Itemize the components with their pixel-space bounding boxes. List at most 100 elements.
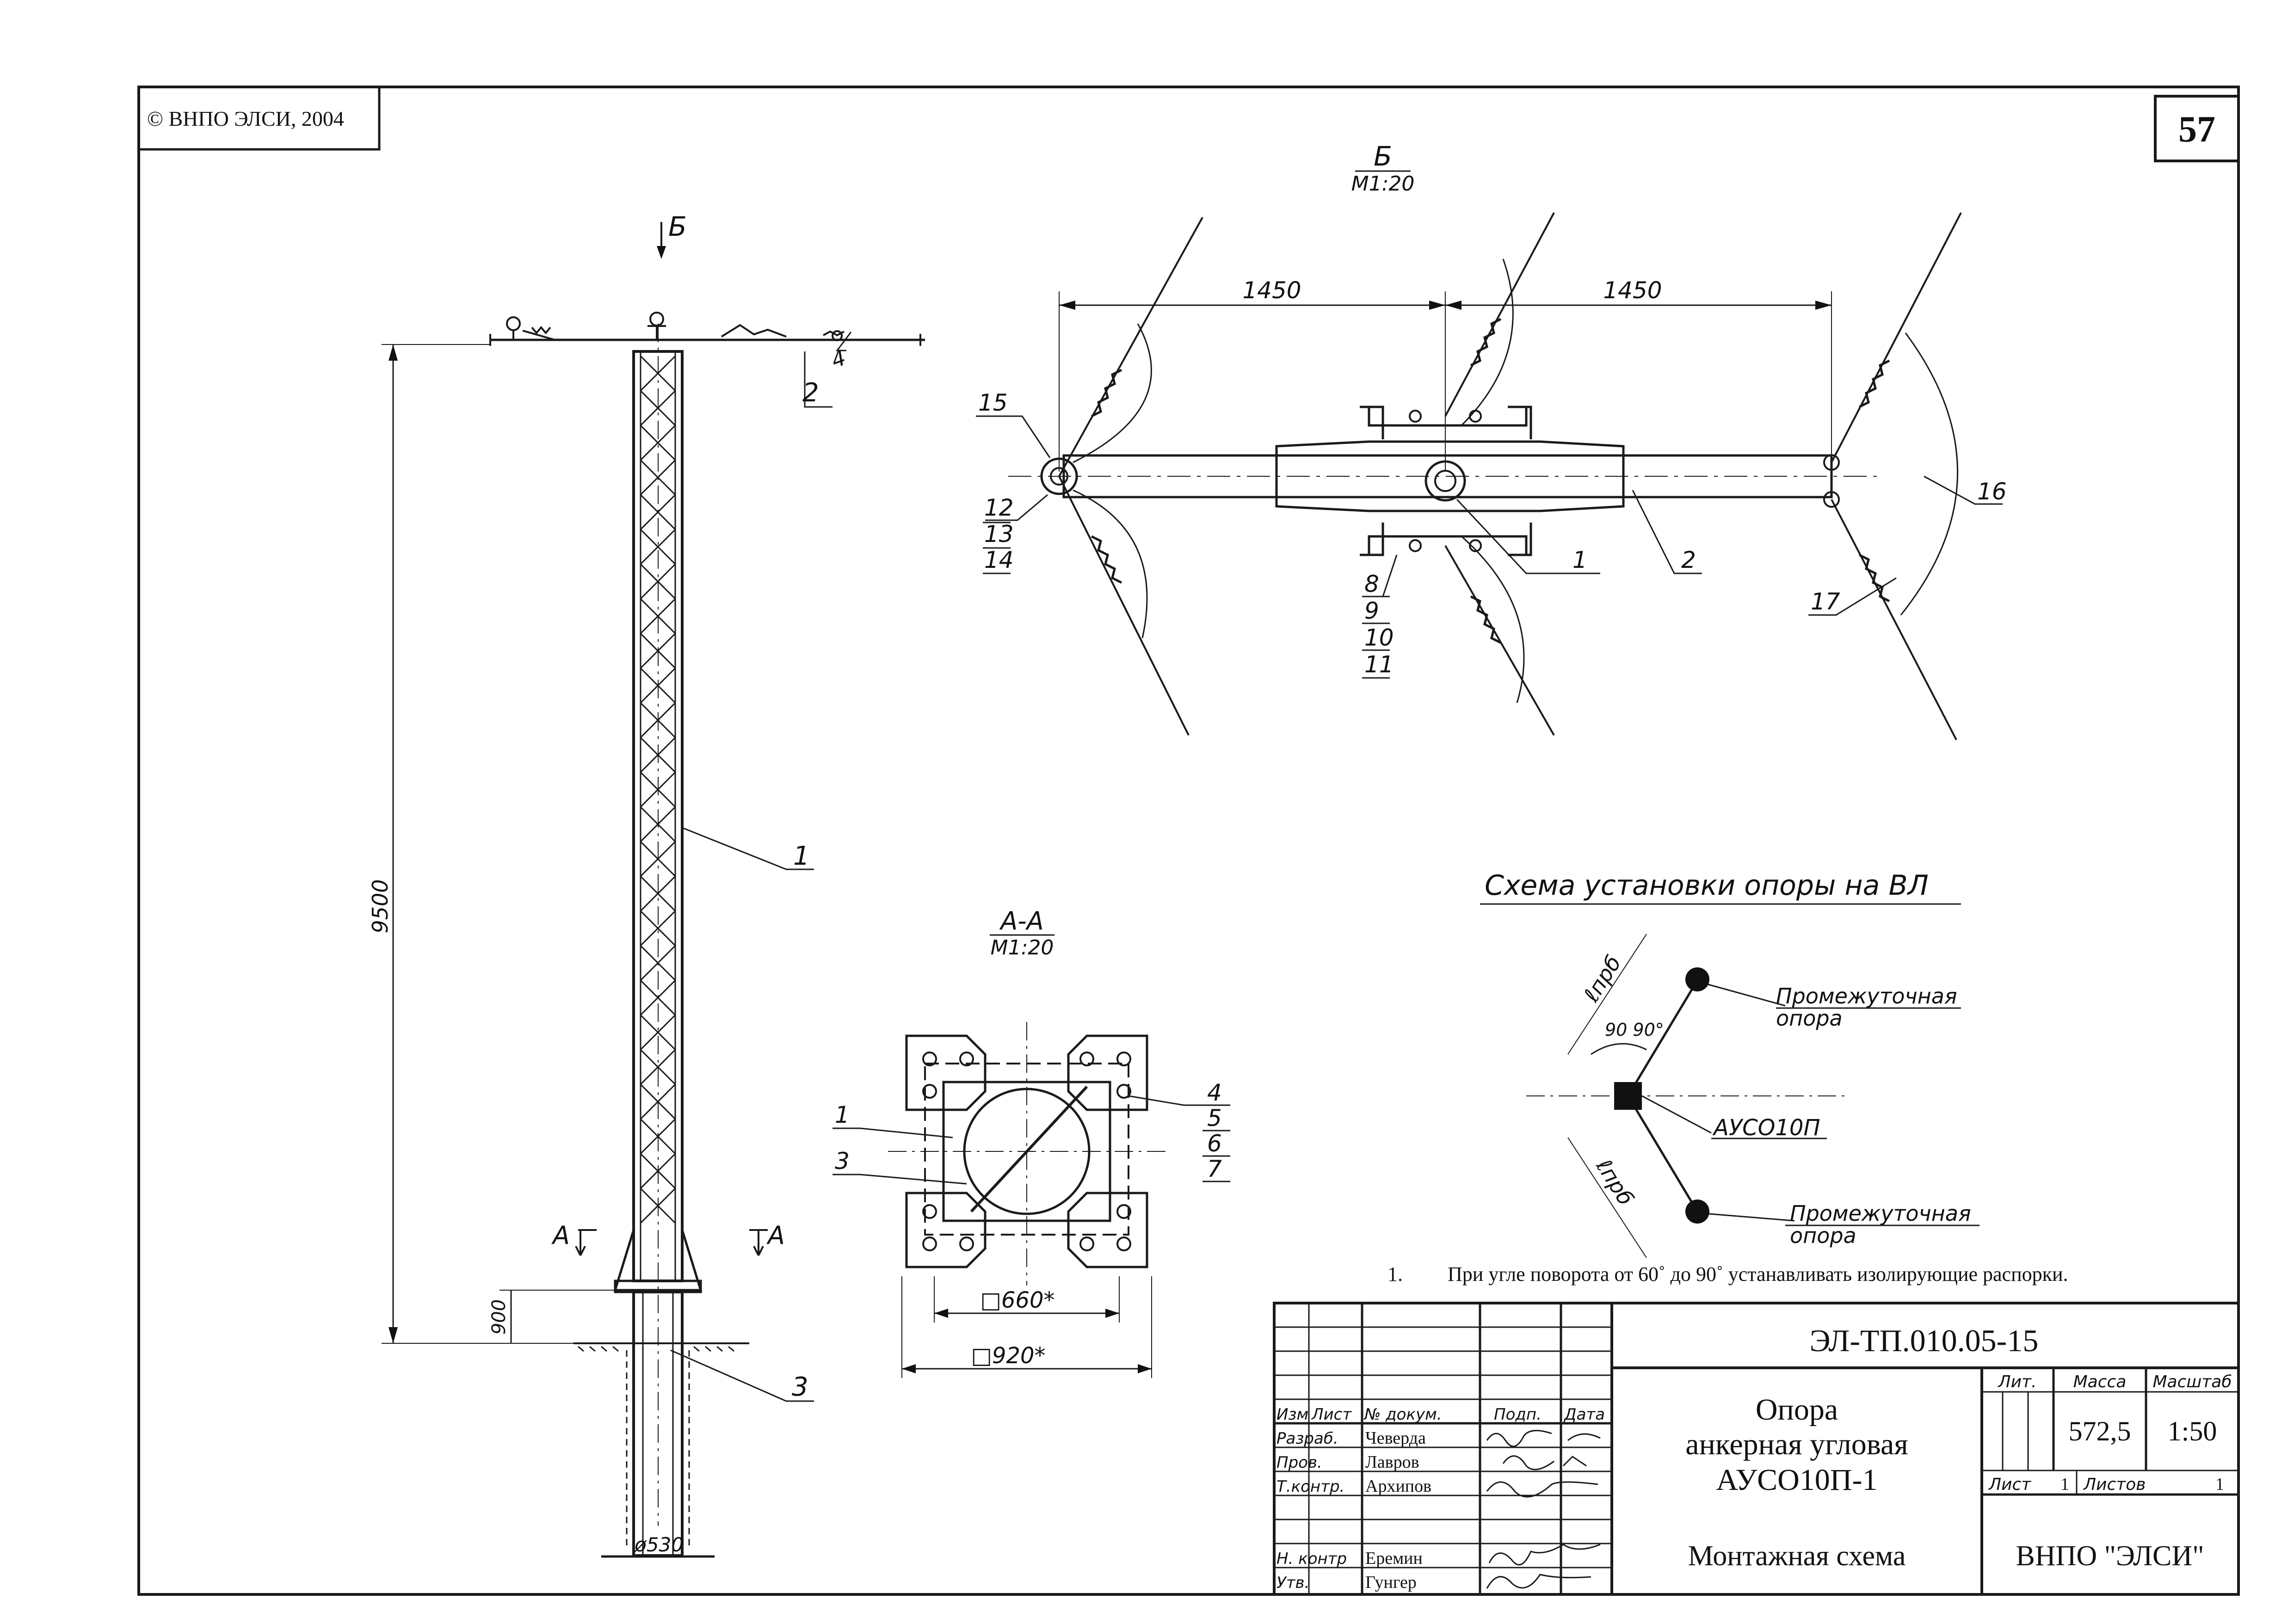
intermediate-pole-bottom-symbol <box>1685 1200 1709 1224</box>
title-block: Изм Лист № докум. Подп. Дата Разраб. Чев… <box>1273 1302 2240 1596</box>
span-bottom-label: ℓпрб <box>1591 1154 1639 1210</box>
callout-view-b-2: 2 <box>1681 547 1696 573</box>
lattice-brace <box>640 529 676 565</box>
role-developer: Разраб. <box>1276 1429 1338 1448</box>
view-b-scale: М1:20 <box>1351 172 1415 196</box>
callout-12: 12 <box>984 494 1014 521</box>
bottom-pole-label-2: опора <box>1790 1223 1856 1248</box>
anchor-pole-symbol <box>1614 1082 1642 1110</box>
insulator-icon <box>506 316 555 341</box>
callout-aa-4: 4 <box>1207 1079 1222 1106</box>
view-b-dim-left: 1450 <box>1242 277 1301 304</box>
callout-crossarm-2: 2 <box>802 378 819 408</box>
callout-13: 13 <box>984 521 1014 547</box>
scheme-title: Схема установки опоры на ВЛ <box>1485 869 1929 902</box>
callout-16: 16 <box>1977 478 2007 505</box>
sheet-frame: © ВНПО ЭЛСИ, 2004 57 <box>137 86 2240 1596</box>
top-pole-label-1: Промежуточная <box>1776 984 1957 1009</box>
col-header-izm: Изм <box>1276 1405 1308 1424</box>
role-norm-control: Н. контр <box>1276 1550 1347 1568</box>
callout-aa-1: 1 <box>835 1101 850 1128</box>
scale-value: 1:50 <box>2168 1416 2217 1446</box>
sheets-value: 1 <box>2215 1475 2224 1494</box>
section-aa-title: А-А <box>999 906 1043 935</box>
callout-15: 15 <box>978 389 1008 416</box>
lattice-brace <box>640 1014 676 1051</box>
lattice-brace <box>640 1049 676 1085</box>
dim-920: □920* <box>971 1343 1046 1369</box>
section-aa-scale: М1:20 <box>991 936 1054 960</box>
role-approver: Утв. <box>1276 1574 1309 1592</box>
name-tech-control: Архипов <box>1365 1476 1431 1496</box>
name-approver: Гунгер <box>1365 1573 1417 1592</box>
callout-aa-6: 6 <box>1207 1130 1222 1157</box>
doc-name-line3: АУСО10П-1 <box>1716 1463 1878 1497</box>
mass-value: 572,5 <box>2069 1416 2131 1446</box>
callout-view-b-1: 1 <box>1572 547 1587 573</box>
callout-4: 4 <box>828 345 849 373</box>
section-mark-right: А <box>766 1221 785 1250</box>
role-checker: Пров. <box>1276 1453 1322 1472</box>
name-checker: Лавров <box>1365 1452 1419 1472</box>
role-tech-control: Т.контр. <box>1276 1477 1344 1496</box>
callout-17: 17 <box>1811 588 1840 615</box>
copyright-label: © ВНПО ЭЛСИ, 2004 <box>147 107 344 130</box>
section-mark-left: А <box>551 1221 570 1250</box>
lit-header: Лит. <box>1998 1372 2037 1391</box>
callout-10: 10 <box>1364 624 1394 651</box>
note-number: 1. <box>1388 1263 1403 1286</box>
angle-label: 90 90° <box>1605 1020 1664 1040</box>
col-header-date: Дата <box>1563 1405 1605 1424</box>
doc-code: ЭЛ-ТП.010.05-15 <box>1810 1323 2039 1358</box>
name-norm-control: Еремин <box>1365 1549 1423 1568</box>
base-corner-plates <box>905 1034 1148 1268</box>
bottom-pole-label-1: Промежуточная <box>1790 1201 1971 1226</box>
callout-8: 8 <box>1364 571 1379 597</box>
page-number: 57 <box>2178 109 2215 150</box>
anchor-bolts <box>922 1052 1131 1251</box>
view-b-plan: Б М1:20 1450 1450 <box>976 141 2007 740</box>
callout-aa-3: 3 <box>835 1148 850 1175</box>
insulator-icon <box>721 324 845 341</box>
signatures <box>1486 1430 1601 1589</box>
note-text: При угле поворота от 60˚ до 90˚ устанавл… <box>1448 1263 2068 1286</box>
col-header-doc: № докум. <box>1363 1405 1442 1424</box>
lattice-brace <box>640 563 676 600</box>
callout-9: 9 <box>1364 597 1379 624</box>
wire-strings <box>1058 212 1962 740</box>
callout-aa-7: 7 <box>1207 1156 1222 1182</box>
organization: ВНПО "ЭЛСИ" <box>2016 1540 2204 1572</box>
sheet-label: Лист <box>1988 1475 2031 1494</box>
section-aa: А-А М1:20 □660* <box>832 906 1230 1378</box>
insulator-icon <box>648 312 666 340</box>
sheet-value: 1 <box>2060 1475 2069 1494</box>
pole-elevation: 9500 900 ø530 Б А А 1 2 3 4 <box>368 211 925 1558</box>
top-pole-label-2: опора <box>1776 1006 1843 1031</box>
col-header-sign: Подп. <box>1494 1405 1542 1424</box>
sheets-label: Листов <box>2083 1475 2146 1494</box>
callout-pipe-3: 3 <box>792 1372 808 1402</box>
height-dimension: 9500 <box>368 879 393 933</box>
col-header-list: Лист <box>1311 1405 1352 1424</box>
base-height-dimension: 900 <box>488 1299 510 1335</box>
view-b-arrow-label: Б <box>668 211 687 242</box>
mass-header: Масса <box>2073 1372 2127 1391</box>
span-top-label: ℓпрб <box>1579 951 1626 1007</box>
callout-14: 14 <box>984 547 1014 573</box>
callout-11: 11 <box>1364 651 1394 678</box>
callout-pole-1: 1 <box>793 841 810 871</box>
scale-header: Масштаб <box>2152 1372 2232 1391</box>
view-b-dim-right: 1450 <box>1603 277 1662 304</box>
sheet-name: Монтажная схема <box>1688 1540 1906 1572</box>
note: 1. При угле поворота от 60˚ до 90˚ устан… <box>1388 1263 2068 1286</box>
lattice-brace <box>640 424 676 461</box>
intermediate-pole-top-symbol <box>1685 967 1709 991</box>
dim-660: □660* <box>980 1287 1055 1313</box>
lattice-brace <box>640 910 676 947</box>
installation-scheme: Схема установки опоры на ВЛ ℓпрб ℓпрб 90… <box>1480 869 1980 1258</box>
doc-name-line2: анкерная угловая <box>1685 1427 1908 1461</box>
lattice-brace <box>640 875 676 912</box>
doc-name-line1: Опора <box>1756 1393 1838 1427</box>
anchor-pole-label: АУСО10П <box>1712 1115 1820 1141</box>
